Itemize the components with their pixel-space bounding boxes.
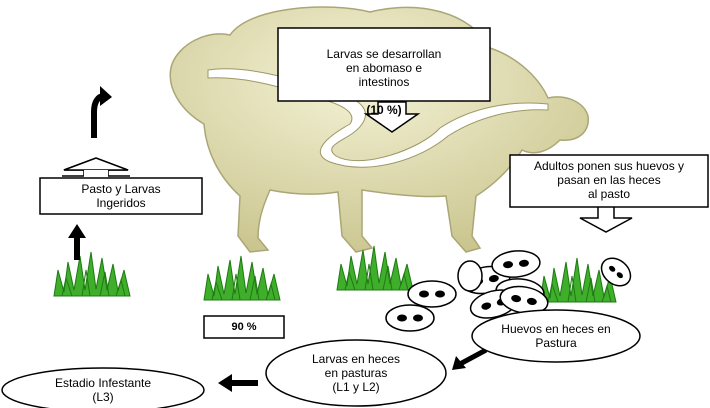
- grass-tuft-3: [337, 246, 413, 290]
- oval-larvae-feces-text: Larvas en heces en pasturas (L1 y L2): [266, 352, 446, 394]
- box-adults-eggs-text: Adultos ponen sus huevos y pasan en las …: [510, 159, 708, 201]
- box-ingested-text: Pasto y Larvas Ingeridos: [40, 182, 202, 210]
- solid-arrow-to-larvae-icon: [452, 350, 486, 370]
- oval-eggs-feces-text: Huevos en heces en Pastura: [472, 322, 640, 350]
- box-larvae-develop-text: Larvas se desarrollan en abomaso e intes…: [327, 47, 442, 89]
- oval-infective-text: Estadio Infestante (L3): [2, 376, 204, 404]
- grass-tuft-2: [204, 256, 280, 300]
- grass-tuft-1: [54, 252, 130, 296]
- solid-left-arrow-icon: [218, 374, 258, 392]
- box-larvae-develop-percent: (10 %): [366, 103, 401, 117]
- curved-up-arrow-icon: [94, 86, 112, 138]
- hollow-down-arrow-icon-2: [580, 206, 632, 232]
- solid-up-arrow-icon: [68, 224, 86, 260]
- box-percent-text: 90 %: [204, 320, 284, 334]
- box-larvae-develop: Larvas se desarrollan en abomaso e intes…: [278, 33, 490, 117]
